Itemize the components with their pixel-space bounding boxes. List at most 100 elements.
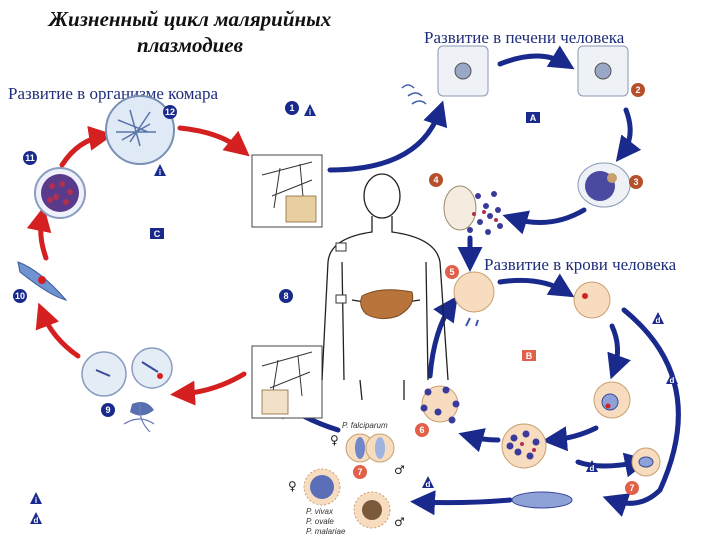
marker-d-blood-3: d xyxy=(586,460,598,473)
arrow-blood-outer-loop xyxy=(602,307,681,517)
female-symbol-falciparum: ♀ xyxy=(330,433,339,447)
arrow-12-to-mosquito xyxy=(177,125,250,157)
svg-text:11: 11 xyxy=(25,153,35,163)
marker-d-blood-1: d xyxy=(652,312,664,325)
badge-7-left: 7 xyxy=(353,465,367,479)
arrow-gametocyte-to-lower xyxy=(410,490,513,516)
badge-1: 1 xyxy=(285,101,299,115)
title-line-1: Жизненный цикл малярийных xyxy=(48,7,332,31)
caption-mosquito: Развитие в организме комара xyxy=(8,84,218,103)
label-p-malariae: P. malariae xyxy=(306,527,346,536)
marker-d-blood-4: d xyxy=(422,476,434,489)
marker-d-blood-2: d xyxy=(666,372,678,385)
arrow-blood-ring-to-troph xyxy=(607,323,631,380)
title-line-2: плазмодиев xyxy=(136,33,244,57)
caption-blood: Развитие в крови человека xyxy=(484,255,677,274)
badge-10: 10 xyxy=(13,289,27,303)
mosquito-bite-upper xyxy=(251,154,323,228)
arrow-blood-5-to-ring xyxy=(497,273,575,298)
svg-text:C: C xyxy=(154,229,161,239)
blood-stage-ring xyxy=(573,281,611,319)
badge-11: 11 xyxy=(23,151,37,165)
arrow-liver-2-to-3 xyxy=(615,107,642,162)
stage-9-zygote xyxy=(81,347,173,433)
svg-text:B: B xyxy=(526,351,533,361)
svg-text:d: d xyxy=(656,316,661,325)
svg-text:5: 5 xyxy=(449,267,454,277)
svg-text:i: i xyxy=(159,168,161,177)
label-p-falciparum: P. falciparum xyxy=(342,421,388,430)
svg-text:A: A xyxy=(530,113,537,123)
blood-stage-trophozoite xyxy=(593,381,631,419)
svg-text:d: d xyxy=(670,376,675,385)
svg-text:d: d xyxy=(426,480,431,489)
svg-text:9: 9 xyxy=(105,405,110,415)
stage-12-sporozoites-cyst xyxy=(105,95,175,165)
triangle-markers: i i d d d d i d xyxy=(30,104,678,525)
caption-liver: Развитие в печени человека xyxy=(424,28,625,47)
stage-10-ookinete xyxy=(17,261,68,301)
mosquito-bite-lower xyxy=(251,345,323,419)
mosquito-cycle-arrows xyxy=(26,125,250,406)
blood-stage-merozoite-release xyxy=(420,385,460,424)
arrow-liver-3-to-4 xyxy=(502,207,587,235)
arrow-11-to-12 xyxy=(59,125,114,168)
arrow-liver-1-to-2 xyxy=(497,45,575,70)
arrow-merozoites-to-5 xyxy=(427,295,458,379)
svg-text:6: 6 xyxy=(419,425,424,435)
arrow-9-to-10 xyxy=(35,302,81,359)
male-symbol-falciparum: ♂ xyxy=(394,463,405,477)
liver-stage-1-hepatocyte xyxy=(401,45,489,105)
badge-7-right: 7 xyxy=(625,481,639,495)
bite-site-lower xyxy=(335,294,347,304)
male-symbol-vivax: ♂ xyxy=(394,515,405,529)
badge-4: 4 xyxy=(429,173,443,187)
svg-text:2: 2 xyxy=(635,85,640,95)
label-p-ovale: P. ovale xyxy=(306,517,334,526)
female-symbol-vivax: ♀ xyxy=(288,479,297,493)
svg-text:i: i xyxy=(309,108,311,117)
blood-stage-5-erythrocyte xyxy=(453,271,495,327)
blood-stage-gametocyte-early xyxy=(631,447,661,477)
svg-text:12: 12 xyxy=(165,107,175,117)
svg-text:8: 8 xyxy=(283,291,288,301)
liver-stage-3-schizont xyxy=(577,162,631,208)
section-letters: A B C xyxy=(150,112,540,361)
liver-stage-4-merozoite-release xyxy=(443,185,503,235)
stage-11-oocyst xyxy=(34,167,86,219)
badge-8: 8 xyxy=(279,289,293,303)
arrow-blood-troph-to-schizont xyxy=(542,425,599,452)
bite-site-upper xyxy=(335,242,347,252)
section-b: B xyxy=(522,350,536,361)
gametocyte-falciparum-male xyxy=(365,433,395,463)
liver-stage-2-hepatocyte xyxy=(577,45,629,97)
gender-symbols: ♀ ♂ ♀ ♂ xyxy=(288,433,405,529)
arrow-body-to-liver xyxy=(327,100,448,173)
gametocyte-vivax-female xyxy=(303,468,341,506)
arrow-sexual-to-gametocytes xyxy=(575,452,650,478)
svg-text:3: 3 xyxy=(633,177,638,187)
arrow-mosquito-to-9 xyxy=(170,371,247,406)
badge-12: 12 xyxy=(163,105,177,119)
stage-badges: 1 2 3 4 5 6 7 7 8 9 10 11 12 xyxy=(13,83,645,495)
human-cycle-arrows xyxy=(272,45,681,517)
svg-text:d: d xyxy=(34,516,39,525)
badge-3: 3 xyxy=(629,175,643,189)
blood-stage-schizont xyxy=(501,423,547,469)
section-a: A xyxy=(526,112,540,123)
badge-5: 5 xyxy=(445,265,459,279)
blood-stage-falciparum-gametocyte xyxy=(511,491,573,509)
diagram-title: Жизненный цикл малярийных плазмодиев xyxy=(10,6,370,58)
svg-text:7: 7 xyxy=(629,483,634,493)
badge-2: 2 xyxy=(631,83,645,97)
svg-text:4: 4 xyxy=(433,175,438,185)
svg-text:i: i xyxy=(35,496,37,505)
svg-text:1: 1 xyxy=(289,103,294,113)
svg-text:10: 10 xyxy=(15,291,25,301)
arrow-blood-schizont-to-merozoites xyxy=(458,428,501,453)
svg-text:7: 7 xyxy=(357,467,362,477)
section-c: C xyxy=(150,228,164,239)
arrow-10-to-11 xyxy=(26,206,52,261)
svg-text:d: d xyxy=(590,464,595,473)
